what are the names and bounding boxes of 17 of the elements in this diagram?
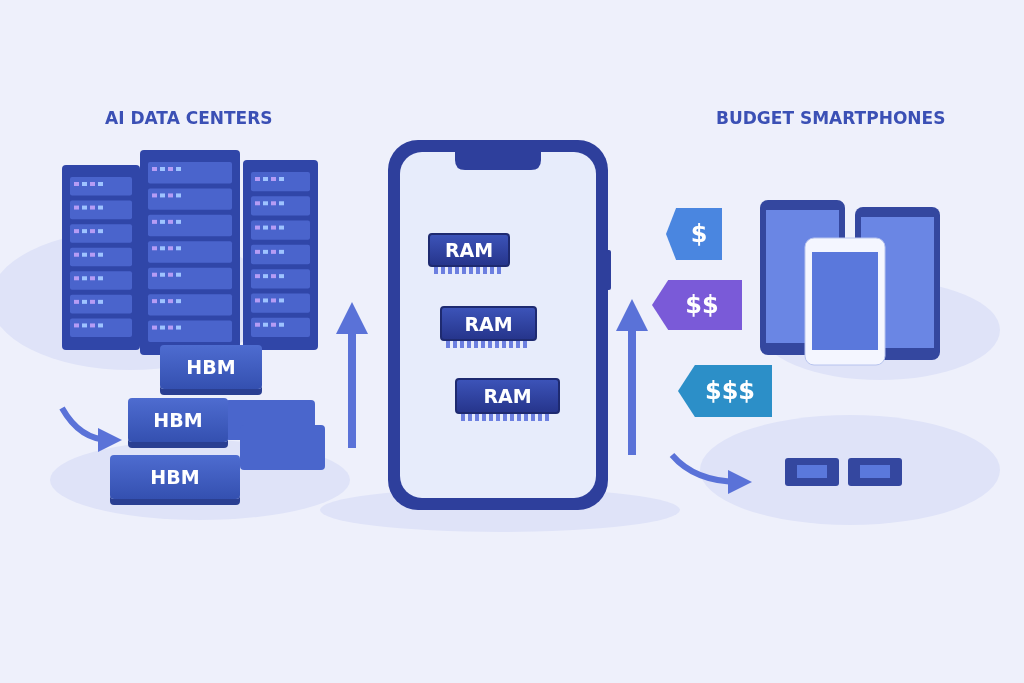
price-tag bbox=[666, 208, 722, 260]
heading: AI DATA CENTERS bbox=[105, 108, 273, 128]
chip-label: HBM bbox=[150, 466, 200, 488]
price-tag bbox=[678, 365, 772, 417]
ram-chip bbox=[440, 306, 537, 341]
ram-chip bbox=[455, 378, 560, 414]
chip-label: RAM bbox=[444, 239, 494, 261]
chip-label: $ bbox=[690, 220, 708, 248]
ram-chip bbox=[428, 233, 510, 267]
heading: BUDGET SMARTPHONES bbox=[716, 108, 946, 128]
chip-label: $$$ bbox=[704, 377, 756, 405]
chip-label: $$ bbox=[685, 291, 719, 319]
chip-label: RAM bbox=[483, 385, 532, 407]
chip-label: HBM bbox=[186, 356, 236, 378]
chip-label: HBM bbox=[153, 409, 203, 431]
price-tag bbox=[652, 280, 742, 330]
chip-label: RAM bbox=[464, 312, 513, 335]
